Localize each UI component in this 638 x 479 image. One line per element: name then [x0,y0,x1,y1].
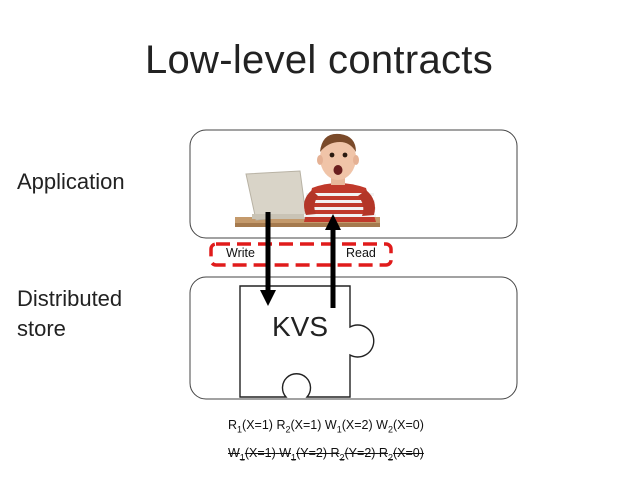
process-id: 1 [336,424,342,435]
store-layer-label: Distributed store [17,286,123,341]
operation-type: W [324,418,337,432]
operation: W2(X=0) [376,418,424,435]
operation: R1(X=1) [228,418,273,435]
operation-argument: (X=2) [341,418,373,432]
operation-type: R [276,418,286,432]
operation: R2(X=1) [276,418,322,435]
operation-argument: (Y=2) [344,446,376,460]
operation-argument: (X=0) [392,446,424,460]
application-layer-label: Application [17,169,125,194]
operation-type: W [228,446,240,460]
operation-type: R [330,446,340,460]
write-label: Write [226,246,255,260]
interface-box [209,242,393,267]
process-id: 2 [339,452,345,463]
kvs-puzzle-piece [239,285,375,398]
process-id: 2 [387,452,393,463]
operation-argument: (X=1) [290,418,322,432]
process-id: 2 [387,424,393,435]
operation-argument: (X=0) [392,418,424,432]
operation: W1(X=2) [324,418,373,435]
operation-type: R [228,418,238,432]
process-id: 1 [237,424,243,435]
process-id: 1 [239,452,245,463]
process-id: 1 [291,452,297,463]
kvs-label: KVS [272,311,329,342]
read-label: Read [346,246,376,260]
slide-title: Low-level contracts [144,38,494,82]
operation-type: R [378,446,388,460]
operation-argument: (X=1) [244,446,276,460]
operation: R2(X=0) [378,446,424,463]
operation-argument: (X=1) [242,418,273,432]
operation-type: W [279,446,292,460]
operation-history-struck: W1(X=1) W1(Y=2) R2(Y=2) R2(X=0) [228,446,424,463]
process-id: 2 [285,424,291,435]
operation-argument: (Y=2) [296,446,327,460]
operation: R2(Y=2) [330,446,376,463]
operation-history-valid: R1(X=1) R2(X=1) W1(X=2) W2(X=0) [228,418,424,435]
operation: W1(X=1) [228,446,276,463]
operation-type: W [376,418,388,432]
operation: W1(Y=2) [279,446,327,463]
